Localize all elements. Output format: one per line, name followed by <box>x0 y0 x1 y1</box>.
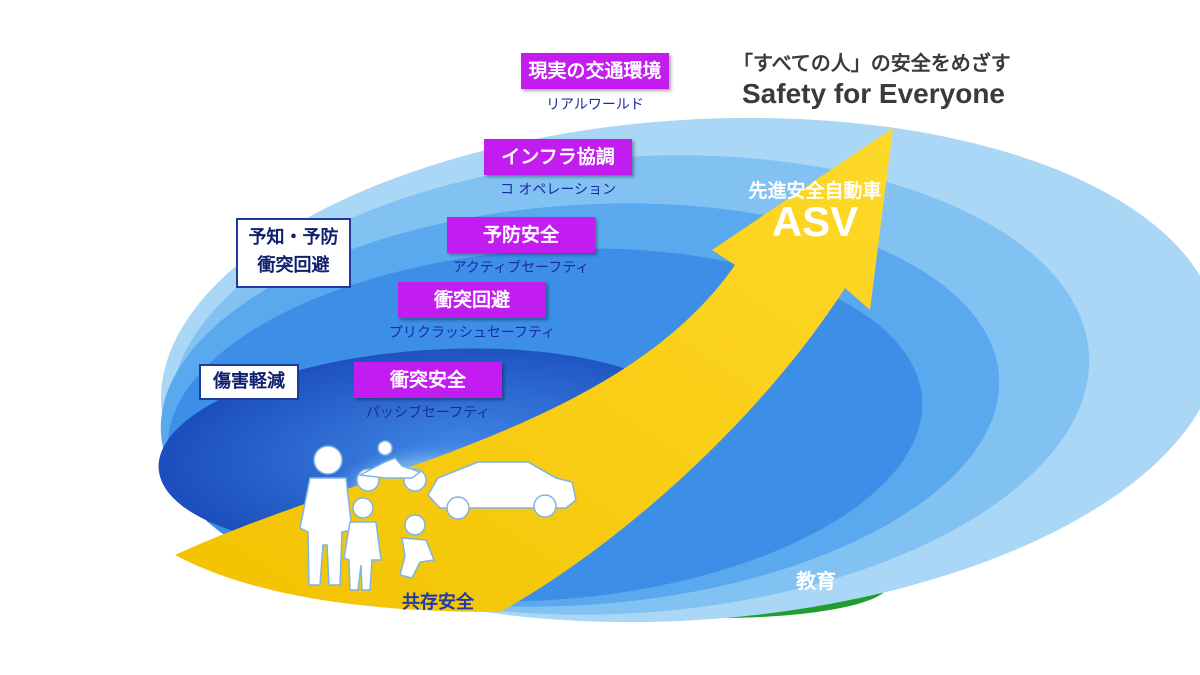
tag-precrash: 衝突回避 <box>398 282 546 318</box>
slogan-jp: 「すべての人」の安全をめざす <box>733 51 1011 75</box>
car-icon <box>427 461 577 520</box>
asv-arrow <box>175 128 893 612</box>
tag-real-world: 現実の交通環境 <box>521 53 669 89</box>
subtitle-precrash: プリクラッシュセーフティ <box>388 325 556 341</box>
label-coexist: 共存安全 <box>402 592 474 613</box>
asv-label-en: ASV <box>771 198 859 245</box>
box-prevent-line1: 予知・予防 <box>248 227 339 248</box>
box-mitigate: 傷害軽減 <box>199 364 299 400</box>
tag-infra: インフラ協調 <box>484 139 632 175</box>
motorcycle-icon <box>356 440 427 492</box>
tag-active: 予防安全 <box>447 217 595 253</box>
subtitle-active: アクティブセーフティ <box>452 260 590 276</box>
box-prevent-line2: 衝突回避 <box>257 255 330 276</box>
label-education: 教育 <box>796 569 836 593</box>
tag-passive: 衝突安全 <box>354 362 502 398</box>
subtitle-passive: パッシブセーフティ <box>365 405 491 421</box>
subtitle-infra: コ オペレーション <box>499 182 617 198</box>
subtitle-real-world: リアルワールド <box>546 97 644 113</box>
pedestrian-icon <box>299 445 436 591</box>
box-prevent-avoid: 予知・予防 衝突回避 <box>236 218 351 288</box>
asv-label-jp: 先進安全自動車 <box>748 180 882 202</box>
slogan-en: Safety for Everyone <box>742 78 1005 109</box>
